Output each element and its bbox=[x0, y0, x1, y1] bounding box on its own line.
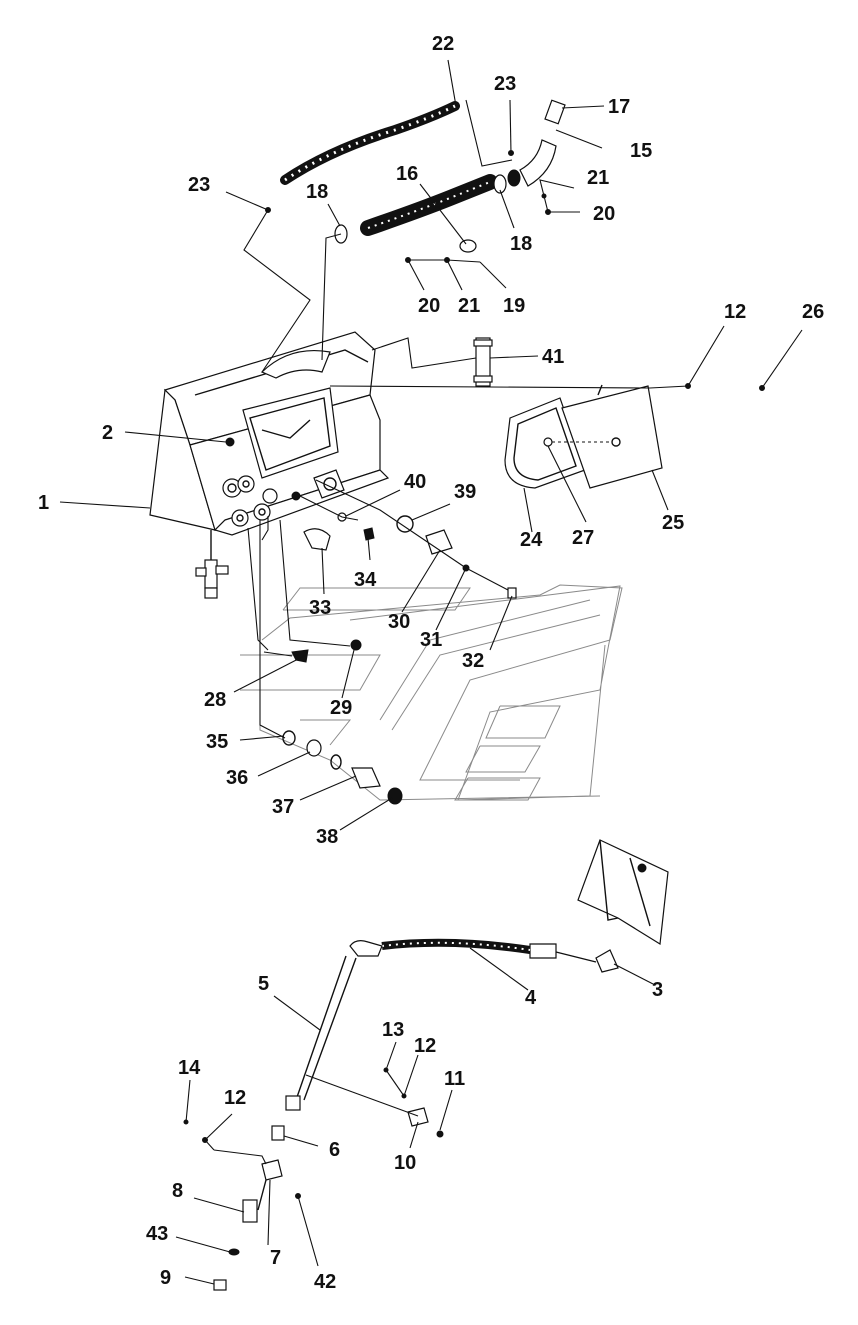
callout-20-right: 20 bbox=[593, 203, 615, 225]
callout-11: 11 bbox=[444, 1068, 465, 1090]
callout-3: 3 bbox=[652, 979, 663, 1001]
callout-13: 13 bbox=[382, 1019, 404, 1041]
callout-17: 17 bbox=[608, 96, 630, 118]
callout-6: 6 bbox=[329, 1139, 340, 1161]
callout-24: 24 bbox=[520, 529, 543, 551]
callout-12-bottom-left: 12 bbox=[224, 1087, 246, 1109]
access-cover-assembly bbox=[504, 383, 765, 489]
callout-19: 19 bbox=[503, 295, 525, 317]
callout-12-top: 12 bbox=[724, 301, 746, 323]
callout-33: 33 bbox=[309, 597, 331, 619]
callout-10: 10 bbox=[394, 1152, 416, 1174]
fittings-group bbox=[282, 469, 517, 805]
callout-9: 9 bbox=[160, 1267, 171, 1289]
callout-1: 1 bbox=[38, 492, 49, 514]
callout-43: 43 bbox=[146, 1223, 168, 1245]
callout-15: 15 bbox=[630, 140, 652, 162]
callout-34: 34 bbox=[354, 569, 377, 591]
leader-lines bbox=[59, 59, 803, 1285]
callout-31: 31 bbox=[420, 629, 442, 651]
body-ghost-outline bbox=[240, 540, 623, 801]
callout-42: 42 bbox=[314, 1271, 336, 1293]
callout-23-right: 23 bbox=[494, 73, 516, 95]
callout-28: 28 bbox=[204, 689, 226, 711]
callout-23-left: 23 bbox=[188, 174, 210, 196]
callout-41: 41 bbox=[542, 346, 564, 368]
lower-hose-assembly bbox=[183, 839, 669, 1291]
callout-5: 5 bbox=[258, 973, 269, 995]
callout-22: 22 bbox=[432, 33, 454, 55]
tank-assembly bbox=[149, 331, 493, 599]
callout-38: 38 bbox=[316, 826, 338, 848]
callout-30: 30 bbox=[388, 611, 410, 633]
callout-40: 40 bbox=[404, 471, 426, 493]
filler-hose-assembly bbox=[265, 99, 566, 263]
callout-36: 36 bbox=[226, 767, 248, 789]
callout-labels: 1 2 3 4 5 6 7 8 9 10 11 12 12 12 13 14 1… bbox=[38, 33, 824, 1293]
callout-12-bottom-right: 12 bbox=[414, 1035, 436, 1057]
callout-29: 29 bbox=[330, 697, 352, 719]
callout-7: 7 bbox=[270, 1247, 281, 1269]
callout-18-left: 18 bbox=[306, 181, 328, 203]
callout-26: 26 bbox=[802, 301, 824, 323]
callout-21-left: 21 bbox=[458, 295, 480, 317]
callout-20-left: 20 bbox=[418, 295, 440, 317]
callout-14: 14 bbox=[178, 1057, 201, 1079]
callout-25: 25 bbox=[662, 512, 684, 534]
callout-27: 27 bbox=[572, 527, 594, 549]
callout-16: 16 bbox=[396, 163, 418, 185]
callout-32: 32 bbox=[462, 650, 484, 672]
callout-37: 37 bbox=[272, 796, 294, 818]
callout-2: 2 bbox=[102, 422, 113, 444]
callout-35: 35 bbox=[206, 731, 228, 753]
callout-4: 4 bbox=[525, 987, 537, 1009]
callout-18-right: 18 bbox=[510, 233, 532, 255]
callout-39: 39 bbox=[454, 481, 476, 503]
callout-21-right: 21 bbox=[587, 167, 609, 189]
callout-8: 8 bbox=[172, 1180, 183, 1202]
